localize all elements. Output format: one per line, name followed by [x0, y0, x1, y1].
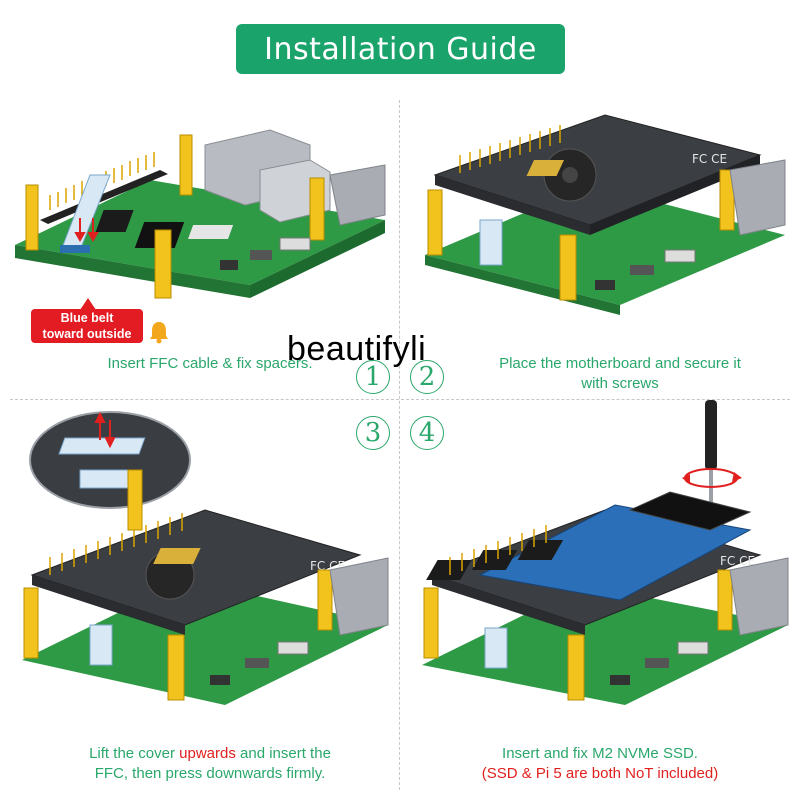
spacer [154, 229, 172, 299]
step3-caption-line2: FFC, then press downwards firmly. [94, 765, 326, 782]
step3-caption-part3: and insert the [235, 745, 331, 762]
callout-arrow [80, 298, 96, 310]
pcb-board [22, 580, 388, 705]
step4-illustration: FC CE [422, 400, 789, 705]
step4-caption-line1: Insert and fix M2 NVMe SSD. [502, 745, 698, 762]
nvme-hat-board [433, 114, 762, 226]
nvme-hat-board [30, 509, 362, 626]
step3-illustration: FC CE [22, 411, 389, 705]
fcc-mark: FC CE [692, 152, 727, 166]
step-number-2: 2 [410, 360, 444, 394]
horizontal-divider [10, 399, 790, 401]
step1-illustration [15, 129, 386, 299]
spacer [423, 587, 439, 659]
fcc-mark: FC CE [720, 554, 755, 568]
zoom-inset [29, 411, 191, 509]
step-number-1: 1 [356, 360, 390, 394]
step1-caption: Insert FFC cable & fix spacers. [107, 355, 313, 372]
vertical-divider [399, 100, 401, 790]
step2-illustration: FC CE [425, 114, 786, 315]
spacer [23, 587, 39, 659]
bell-icon [150, 322, 168, 344]
spacer [427, 189, 443, 256]
spacer [717, 569, 733, 631]
step3-caption-line1: Lift the cover upwards and insert the [40, 744, 380, 764]
step-number-4: 4 [410, 416, 444, 450]
screwdriver-icon [705, 400, 717, 470]
ethernet-port-icon [729, 557, 789, 636]
gpio-header [40, 170, 168, 224]
ethernet-port-icon [329, 164, 386, 226]
pcb-board [425, 185, 785, 305]
page-title: Installation Guide [236, 24, 565, 74]
nvme-ssd [478, 504, 752, 601]
step4-caption-note: (SSD & Pi 5 are both NoT included) [481, 765, 719, 782]
spacer [719, 169, 735, 231]
step2-caption-line2: with screws [581, 375, 659, 392]
spacer [567, 634, 585, 701]
pcb-board [422, 585, 788, 705]
spacer [25, 184, 39, 251]
callout-line1: Blue belt [60, 311, 114, 325]
step2-caption-line1: Place the motherboard and secure it [499, 355, 741, 372]
step3-caption: Lift the cover upwards and insert the FF… [40, 744, 380, 784]
step4-caption: Insert and fix M2 NVMe SSD. (SSD & Pi 5 … [430, 744, 770, 784]
step3-caption-part1: Lift the cover [89, 745, 180, 762]
spacer [309, 177, 325, 241]
spacer [167, 634, 185, 701]
watermark-text: beautifyli [287, 330, 427, 368]
spacer [317, 569, 333, 631]
callout-line2: toward outside [42, 327, 132, 341]
step2-caption: Place the motherboard and secure it with… [470, 354, 770, 394]
spacer [179, 134, 193, 196]
step3-caption-emphasis: upwards [179, 745, 236, 762]
ethernet-port-icon [329, 557, 389, 636]
step-number-3: 3 [356, 416, 390, 450]
spacer [127, 469, 143, 531]
spacer [559, 234, 577, 301]
ethernet-port-icon [729, 159, 786, 236]
m2-socket [628, 491, 752, 531]
blue-belt-callout: Blue belt toward outside [31, 309, 143, 343]
